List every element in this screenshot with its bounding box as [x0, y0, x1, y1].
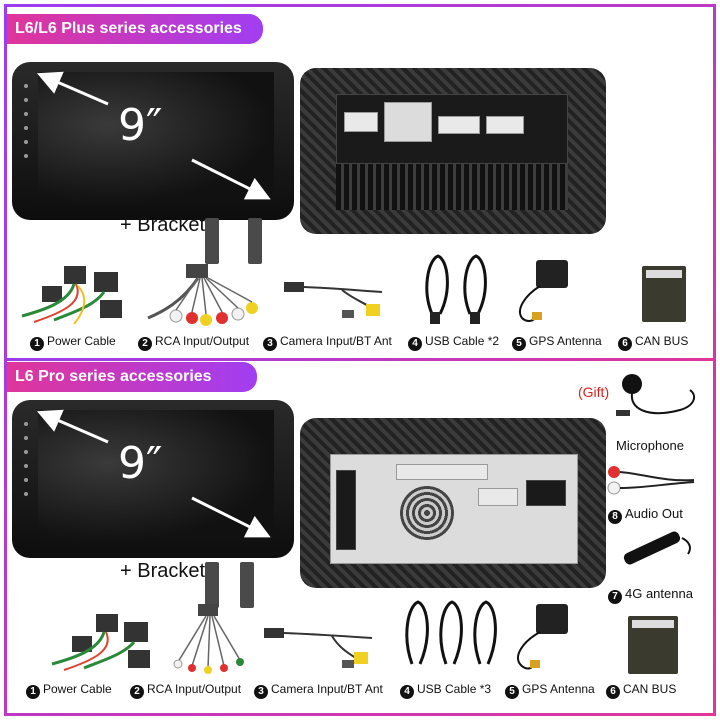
- connector-block: [478, 488, 518, 506]
- item-number: 6: [618, 337, 632, 351]
- gps-antenna-icon: [517, 604, 568, 670]
- item-label: CAN BUS: [635, 334, 689, 348]
- diagonal-arrows: [36, 71, 271, 200]
- audio-out-cable-icon: [607, 466, 695, 495]
- connector-block: [396, 464, 488, 480]
- item-label: 4G antenna: [625, 586, 693, 601]
- item-number: 1: [26, 685, 40, 699]
- item-label: CAN BUS: [623, 682, 677, 696]
- bracket-right-icon: [248, 218, 262, 264]
- item-number: 1: [30, 337, 44, 351]
- camera-cable-icon: [284, 282, 383, 318]
- bracket-label: + Bracket: [120, 214, 206, 236]
- item-label: Microphone: [616, 438, 684, 453]
- label-sticker: [384, 102, 432, 142]
- item-number: 8: [608, 510, 622, 524]
- microphone-icon: [616, 374, 696, 416]
- item-label: Camera Input/BT Ant: [280, 334, 392, 348]
- section-1-title: L6/L6 Plus series accessories: [7, 14, 263, 44]
- rca-cable-icon: [147, 264, 258, 326]
- item-label: Camera Input/BT Ant: [271, 682, 383, 696]
- item-number: 5: [512, 337, 526, 351]
- cooling-fan: [400, 486, 454, 540]
- side-buttons: [22, 422, 30, 506]
- bracket-left-icon: [205, 218, 219, 264]
- diagonal-arrows: [36, 409, 271, 538]
- side-ports: [336, 470, 356, 550]
- gift-label: (Gift): [578, 384, 610, 400]
- item-label: GPS Antenna: [522, 682, 595, 696]
- canbus-box-icon: [642, 266, 686, 322]
- item-label: GPS Antenna: [529, 334, 602, 348]
- head-unit-front-1: 9″: [12, 62, 294, 220]
- head-unit-back-2: [300, 418, 606, 588]
- item-number: 4: [400, 685, 414, 699]
- bracket-left-icon: [205, 562, 219, 608]
- item-label: Power Cable: [47, 334, 116, 348]
- usb-cable-icon: [425, 254, 487, 324]
- power-cable-icon: [51, 614, 150, 671]
- head-unit-front-2: 9″: [12, 400, 294, 558]
- rca-cable-icon: [173, 604, 244, 674]
- item-number: 5: [505, 685, 519, 699]
- bracket-label: + Bracket: [120, 560, 206, 582]
- item-label: RCA Input/Output: [147, 682, 242, 696]
- item-number: 7: [608, 590, 622, 604]
- bracket-right-icon: [240, 562, 254, 608]
- screen-size-label: 9″: [118, 438, 163, 489]
- 4g-antenna-icon: [623, 531, 691, 565]
- usb-cable-icon: [405, 600, 497, 665]
- section-2-title: L6 Pro series accessories: [7, 362, 257, 392]
- power-cable-icon: [21, 266, 122, 325]
- screen-size-label: 9″: [118, 100, 163, 151]
- item-label: Power Cable: [43, 682, 112, 696]
- item-number: 3: [254, 685, 268, 699]
- canbus-box-icon: [628, 616, 678, 674]
- section-divider: [7, 358, 713, 361]
- item-microphone: Microphone: [616, 438, 684, 453]
- item-label: USB Cable *3: [417, 682, 492, 696]
- item-label: Audio Out: [625, 506, 683, 521]
- item-label: USB Cable *2: [425, 334, 500, 348]
- side-buttons: [22, 84, 30, 168]
- connector-block: [486, 116, 524, 134]
- gps-antenna-icon: [519, 260, 568, 322]
- item-number: 3: [263, 337, 277, 351]
- connector-block: [526, 480, 566, 506]
- heat-sink: [336, 164, 568, 210]
- item-number: 6: [606, 685, 620, 699]
- camera-cable-icon: [264, 628, 373, 668]
- item-number: 2: [138, 337, 152, 351]
- item-label: RCA Input/Output: [155, 334, 250, 348]
- head-unit-back-1: [300, 68, 606, 234]
- connector-block: [344, 112, 378, 132]
- item-number: 2: [130, 685, 144, 699]
- item-number: 4: [408, 337, 422, 351]
- connector-block: [438, 116, 480, 134]
